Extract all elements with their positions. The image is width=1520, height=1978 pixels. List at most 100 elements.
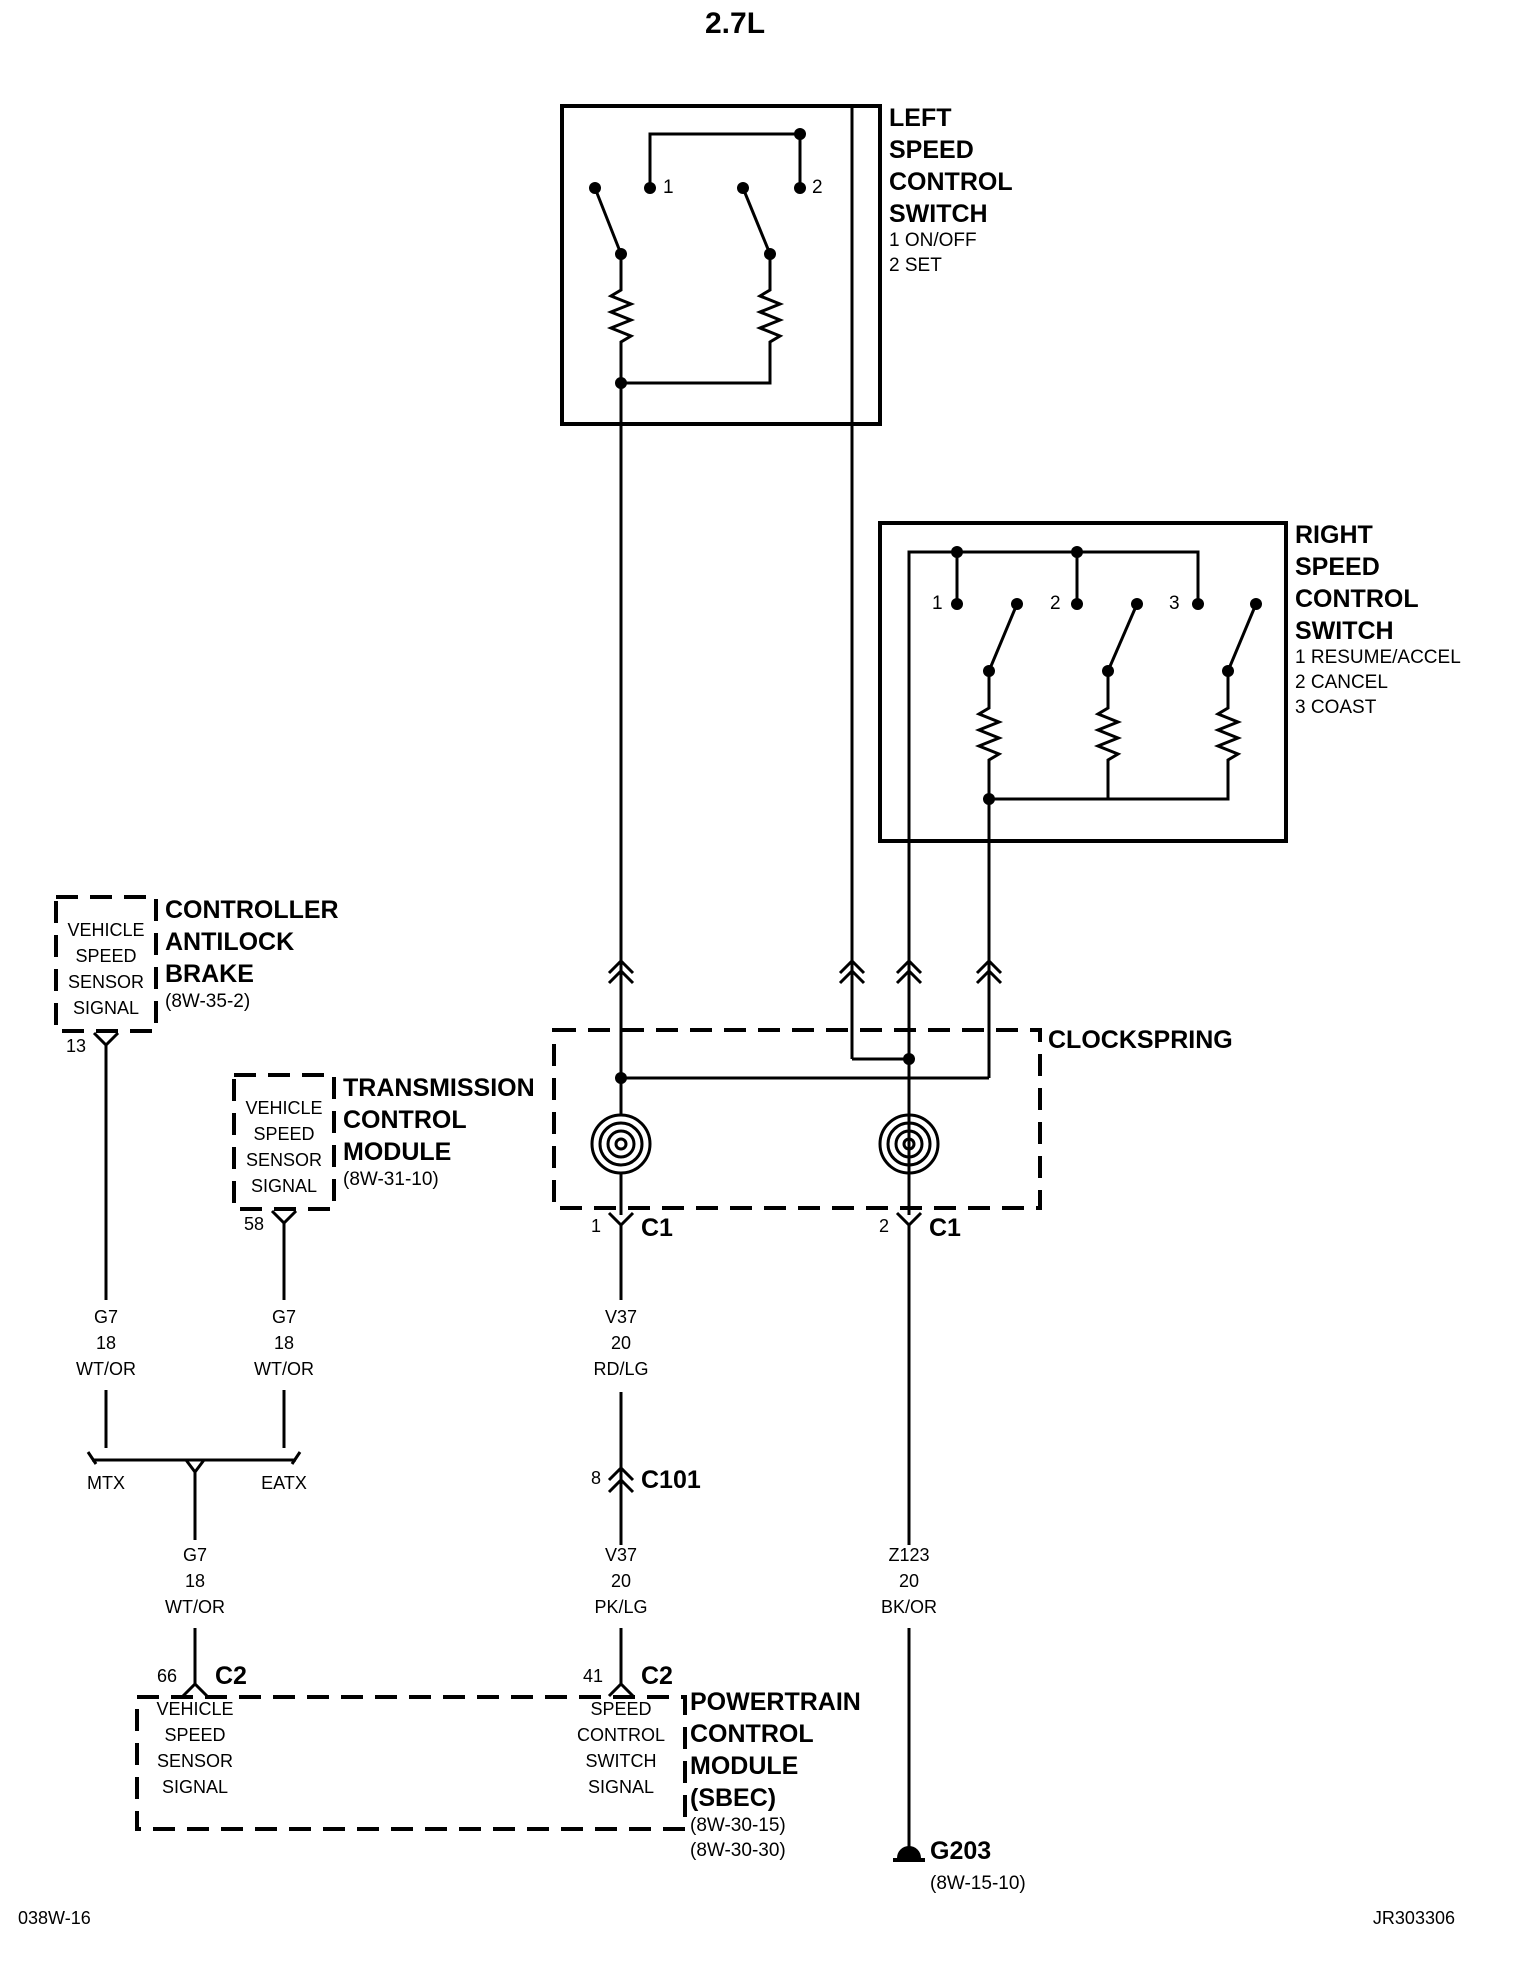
abs-inner-1: VEHICLE <box>67 920 144 940</box>
right-switch-legend-1: 1 RESUME/ACCEL <box>1295 647 1461 668</box>
footer-right-code: JR303306 <box>1373 1908 1455 1928</box>
g7-pcm-id: G7 <box>183 1545 207 1565</box>
right-switch-name-line-2: SPEED <box>1295 553 1380 581</box>
abs-inner-3: SENSOR <box>68 972 144 992</box>
pcm-right-inner-3: SWITCH <box>586 1751 657 1771</box>
right-switch-legend-2: 2 CANCEL <box>1295 672 1388 693</box>
abs-inner-4: SIGNAL <box>73 998 139 1018</box>
right-switch-name-line-1: RIGHT <box>1295 521 1373 549</box>
pcm-ref-1: (8W-30-15) <box>690 1815 786 1836</box>
c2-label-left: C2 <box>215 1662 247 1690</box>
z123-id: Z123 <box>888 1545 929 1565</box>
splice-mtx: MTX <box>87 1473 125 1493</box>
ground-icon <box>897 1846 921 1858</box>
c101-pin: 8 <box>591 1468 601 1488</box>
ground-ref: (8W-15-10) <box>930 1873 1026 1894</box>
right-switch-label: RIGHT SPEED CONTROL SWITCH 1 RESUME/ACCE… <box>1295 521 1461 718</box>
pcm-right-inner-2: CONTROL <box>577 1725 665 1745</box>
g7-abs-gauge: 18 <box>96 1333 116 1353</box>
tcm-inner-3: SENSOR <box>246 1150 322 1170</box>
abs-pin: 13 <box>66 1036 86 1056</box>
left-speed-control-switch: 1 2 <box>560 104 882 426</box>
abs-name-2: ANTILOCK <box>165 928 294 956</box>
right-switch-contact-2: 2 <box>1050 593 1061 614</box>
clockspring-coil-left <box>590 1113 652 1175</box>
v37-upper-gauge: 20 <box>611 1333 631 1353</box>
right-switch-name-line-3: CONTROL <box>1295 585 1419 613</box>
tcm-inner-2: SPEED <box>253 1124 314 1144</box>
right-switch-contact-1: 1 <box>932 593 943 614</box>
v37-wire: V37 20 RD/LG 8 C101 V37 20 PK/LG <box>591 1225 701 1684</box>
clockspring-coil-right <box>878 1113 940 1175</box>
abs-name-3: BRAKE <box>165 960 254 988</box>
left-switch-name-line-3: CONTROL <box>889 168 1013 196</box>
left-switch-name-line-1: LEFT <box>889 104 952 132</box>
v37-lower-gauge: 20 <box>611 1571 631 1591</box>
left-switch-name-line-4: SWITCH <box>889 200 988 228</box>
z123-gauge: 20 <box>899 1571 919 1591</box>
left-switch-contact-2: 2 <box>812 177 823 198</box>
tcm-pin: 58 <box>244 1214 264 1234</box>
g7-tcm-color: WT/OR <box>254 1359 314 1379</box>
abs-name-1: CONTROLLER <box>165 896 339 924</box>
powertrain-control-module: 66 C2 41 C2 VEHICLE SPEED SENSOR SIGNAL … <box>135 1662 861 1861</box>
g7-tcm-id: G7 <box>272 1307 296 1327</box>
c1-pin-1: 1 <box>591 1216 601 1236</box>
left-switch-legend-1: 1 ON/OFF <box>889 230 977 251</box>
c1-pin-2: 2 <box>879 1216 889 1236</box>
tcm-ref: (8W-31-10) <box>343 1169 439 1190</box>
g7-abs-id: G7 <box>94 1307 118 1327</box>
g7-wires: G7 18 WT/OR G7 18 WT/OR MTX EATX G7 18 W… <box>76 1045 314 1684</box>
z123-color: BK/OR <box>881 1597 937 1617</box>
right-switch-legend-3: 3 COAST <box>1295 697 1377 718</box>
abs-inner-2: SPEED <box>75 946 136 966</box>
c2-pin-41: 41 <box>583 1666 603 1686</box>
pcm-left-inner-4: SIGNAL <box>162 1777 228 1797</box>
c1-label-right: C1 <box>929 1214 961 1242</box>
right-switch-contact-3: 3 <box>1169 593 1180 614</box>
pcm-name-2: CONTROL <box>690 1720 814 1748</box>
footer-left-code: 038W-16 <box>18 1908 91 1928</box>
transmission-control-module: VEHICLE SPEED SENSOR SIGNAL TRANSMISSION… <box>232 1073 535 1234</box>
tcm-name-2: CONTROL <box>343 1106 467 1134</box>
c1-connectors: 1 C1 2 C1 <box>591 1211 961 1242</box>
pcm-left-inner-2: SPEED <box>164 1725 225 1745</box>
right-switch-name-line-4: SWITCH <box>1295 617 1394 645</box>
pcm-right-inner-1: SPEED <box>590 1699 651 1719</box>
pcm-name-4: (SBEC) <box>690 1784 776 1812</box>
tcm-name-3: MODULE <box>343 1138 451 1166</box>
pcm-right-inner-4: SIGNAL <box>588 1777 654 1797</box>
switch-feed-wires <box>607 106 1003 1215</box>
diagram-title: 2.7L <box>705 7 765 40</box>
z123-wire: Z123 20 BK/OR <box>881 1225 937 1858</box>
g7-tcm-gauge: 18 <box>274 1333 294 1353</box>
splice-eatx: EATX <box>261 1473 307 1493</box>
abs-ref: (8W-35-2) <box>165 991 250 1012</box>
pcm-left-inner-3: SENSOR <box>157 1751 233 1771</box>
left-switch-label: LEFT SPEED CONTROL SWITCH 1 ON/OFF 2 SET <box>889 104 1013 276</box>
g7-pcm-color: WT/OR <box>165 1597 225 1617</box>
ground-name: G203 <box>930 1837 991 1865</box>
pcm-name-3: MODULE <box>690 1752 798 1780</box>
v37-lower-color: PK/LG <box>594 1597 647 1617</box>
pcm-ref-2: (8W-30-30) <box>690 1840 786 1861</box>
clockspring-label: CLOCKSPRING <box>1048 1026 1233 1054</box>
c2-label-right: C2 <box>641 1662 673 1690</box>
left-switch-legend-2: 2 SET <box>889 255 942 276</box>
c2-pin-66: 66 <box>157 1666 177 1686</box>
c101-label: C101 <box>641 1466 701 1494</box>
right-speed-control-switch: 1 2 3 <box>878 521 1288 843</box>
pcm-left-inner-1: VEHICLE <box>156 1699 233 1719</box>
c1-label-left: C1 <box>641 1214 673 1242</box>
tcm-name-1: TRANSMISSION <box>343 1074 535 1102</box>
ground-g203: G203 (8W-15-10) <box>893 1837 1026 1894</box>
clockspring <box>552 1028 1042 1215</box>
v37-upper-color: RD/LG <box>593 1359 648 1379</box>
left-switch-contact-1: 1 <box>663 177 674 198</box>
v37-upper-id: V37 <box>605 1307 637 1327</box>
controller-antilock-brake: VEHICLE SPEED SENSOR SIGNAL CONTROLLER A… <box>54 895 339 1056</box>
v37-lower-id: V37 <box>605 1545 637 1565</box>
tcm-inner-4: SIGNAL <box>251 1176 317 1196</box>
tcm-inner-1: VEHICLE <box>245 1098 322 1118</box>
